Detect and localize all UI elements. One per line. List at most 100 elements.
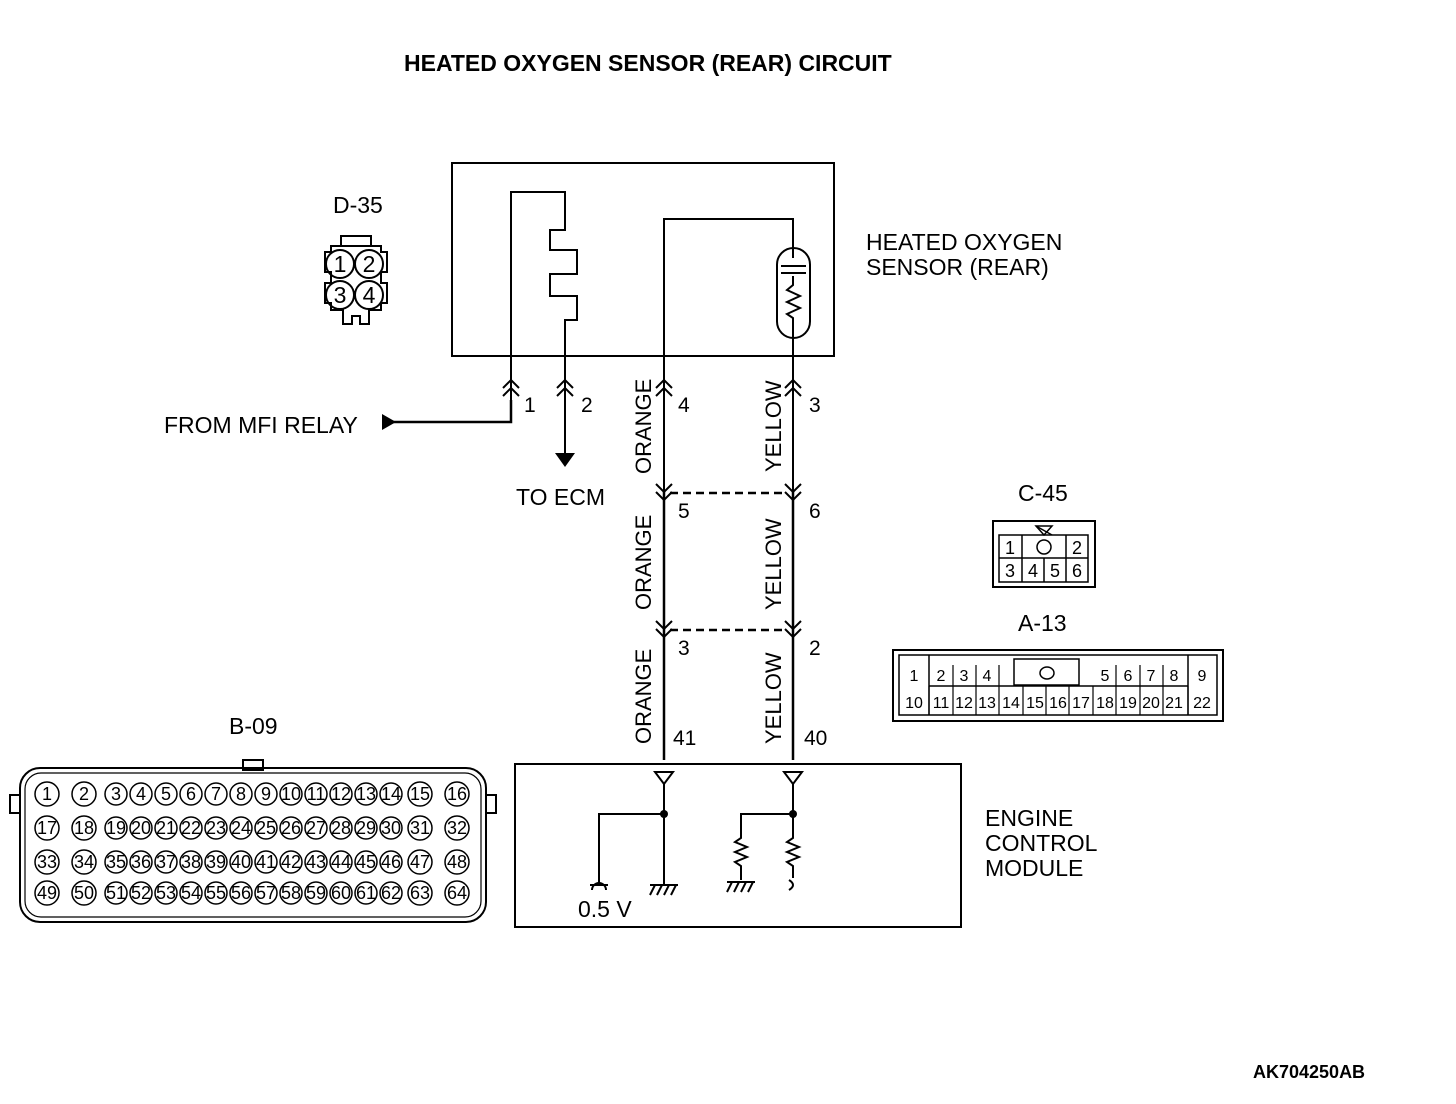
d35-pin-2: 2 — [363, 251, 376, 277]
sensor-pin-2: 2 — [581, 394, 593, 417]
b09-pin-circle — [279, 881, 303, 905]
connector-chevrons — [502, 378, 802, 639]
b09-pin-label: 2 — [79, 784, 89, 804]
b09-pin-circle — [104, 850, 128, 874]
b09-pin-circle — [179, 850, 203, 874]
b09-pin-label: 30 — [381, 818, 401, 838]
b09-pin-circle — [204, 782, 228, 806]
b09-pin-circle — [154, 816, 178, 840]
a13-pin-label: 9 — [1198, 668, 1207, 685]
b09-pin-circle — [444, 849, 470, 875]
b09-pin-circle — [204, 881, 228, 905]
diagram-title: HEATED OXYGEN SENSOR (REAR) CIRCUIT — [404, 50, 892, 76]
b09-pin-circle — [104, 881, 128, 905]
c45-grid-pin-5: 5 — [1050, 561, 1060, 581]
c45-pin-6: 6 — [809, 500, 821, 523]
b09-pin-label: 34 — [74, 852, 94, 872]
b09-pin-label: 45 — [356, 852, 376, 872]
b09-pin-label: 25 — [256, 818, 276, 838]
b09-pin-label: 13 — [356, 784, 376, 804]
b09-pin-circle — [229, 850, 253, 874]
sensor-pin-4: 4 — [678, 394, 690, 417]
b09-pin-circle — [444, 880, 470, 906]
b09-pin-circle — [254, 816, 278, 840]
b09-pin-label: 10 — [281, 784, 301, 804]
b09-pin-circle — [279, 850, 303, 874]
b09-pin-label: 33 — [37, 852, 57, 872]
ecm-junction-dot-right — [789, 810, 797, 818]
b09-label: B-09 — [229, 713, 278, 739]
b09-pin-label: 38 — [181, 852, 201, 872]
b09-pin-label: 63 — [410, 883, 430, 903]
connector-shields — [670, 491, 787, 632]
b09-pin-label: 51 — [106, 883, 126, 903]
b09-pin-circle — [204, 816, 228, 840]
b09-pin-label: 43 — [306, 852, 326, 872]
b09-pin-label: 15 — [410, 784, 430, 804]
b09-pin-label: 22 — [181, 818, 201, 838]
c45-grid-pin-3: 3 — [1005, 561, 1015, 581]
b09-pin-circle — [129, 782, 153, 806]
b09-pin-label: 58 — [281, 883, 301, 903]
sensor-name-line2: SENSOR (REAR) — [866, 254, 1049, 280]
a13-pin-label: 20 — [1142, 695, 1160, 712]
a13-pin-label: 7 — [1147, 668, 1156, 685]
ecm-name-line2: CONTROL — [985, 830, 1098, 856]
b09-pin-circle — [129, 816, 153, 840]
b09-pin-circle — [407, 880, 433, 906]
b09-pin-circle — [407, 781, 433, 807]
b09-pin-label: 44 — [331, 852, 351, 872]
b09-pin-label: 20 — [131, 818, 151, 838]
ecm-pin-41: 41 — [673, 727, 696, 750]
to-ecm-arrow-icon — [555, 453, 575, 467]
a13-pin-label: 19 — [1119, 695, 1137, 712]
to-ecm-label: TO ECM — [516, 484, 605, 510]
b09-pin-label: 14 — [381, 784, 401, 804]
b09-pin-circle — [329, 782, 353, 806]
ecm-name-line3: MODULE — [985, 855, 1083, 881]
heated-oxygen-sensor-box — [451, 162, 835, 500]
b09-pin-label: 27 — [306, 818, 326, 838]
d35-pin-4: 4 — [363, 282, 376, 308]
b09-pin-label: 31 — [410, 818, 430, 838]
a13-pin-label: 15 — [1026, 695, 1044, 712]
b09-pin-label: 49 — [37, 883, 57, 903]
b09-pin-circle — [354, 881, 378, 905]
b09-pin-label: 11 — [307, 784, 326, 804]
c45-grid-pin-1: 1 — [1005, 538, 1015, 558]
b09-pin-circle — [179, 782, 203, 806]
b09-pin-label: 24 — [231, 818, 251, 838]
sensor-pin-3: 3 — [809, 394, 821, 417]
a13-pin-label: 5 — [1101, 668, 1110, 685]
b09-pin-label: 19 — [106, 818, 126, 838]
b09-pin-label: 12 — [331, 784, 351, 804]
c45-grid-pin-4: 4 — [1028, 561, 1038, 581]
c45-grid-pin-2: 2 — [1072, 538, 1082, 558]
b09-pin-circle — [407, 815, 433, 841]
b09-pin-circle — [71, 781, 97, 807]
b09-pin-circle — [354, 816, 378, 840]
a13-pin-label: 6 — [1124, 668, 1133, 685]
b09-pin-circle — [129, 850, 153, 874]
b09-pin-label: 62 — [381, 883, 401, 903]
b09-pin-circle — [279, 816, 303, 840]
b09-pin-label: 5 — [161, 784, 171, 804]
b09-pin-label: 52 — [131, 883, 151, 903]
b09-pin-circle — [379, 816, 403, 840]
b09-pin-label: 17 — [37, 818, 57, 838]
b09-pin-circle — [329, 881, 353, 905]
b09-pin-label: 39 — [206, 852, 226, 872]
b09-pin-label: 1 — [42, 784, 52, 804]
b09-pin-circle — [229, 816, 253, 840]
b09-pin-label: 41 — [256, 852, 276, 872]
b09-pin-circle — [254, 850, 278, 874]
a13-pin-label: 22 — [1193, 695, 1211, 712]
b09-pin-label: 28 — [331, 818, 351, 838]
b09-pin-circle — [129, 881, 153, 905]
b09-pin-circle — [34, 815, 60, 841]
b09-pin-circle — [304, 881, 328, 905]
wire-color-yellow-2: YELLOW — [761, 518, 786, 610]
b09-pin-circle — [254, 881, 278, 905]
b09-pin-label: 9 — [261, 784, 271, 804]
